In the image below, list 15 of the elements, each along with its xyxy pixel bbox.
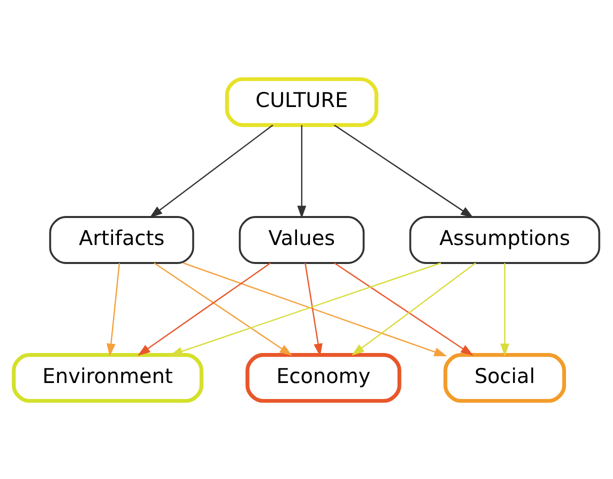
arrow (106, 262, 120, 356)
arrow (137, 262, 271, 356)
node-box: Values (238, 216, 365, 264)
arrow (334, 124, 474, 218)
arrow (154, 262, 292, 356)
arrow (297, 124, 306, 218)
node-box: Social (443, 352, 566, 402)
node-box: Economy (246, 352, 402, 402)
node-box: Artifacts (49, 216, 194, 264)
node-box: Environment (12, 352, 204, 402)
arrow (150, 124, 274, 218)
node-box: Assumptions (409, 216, 600, 264)
arrow (304, 262, 323, 356)
arrow (500, 262, 510, 356)
node-box: CULTURE (225, 76, 378, 126)
